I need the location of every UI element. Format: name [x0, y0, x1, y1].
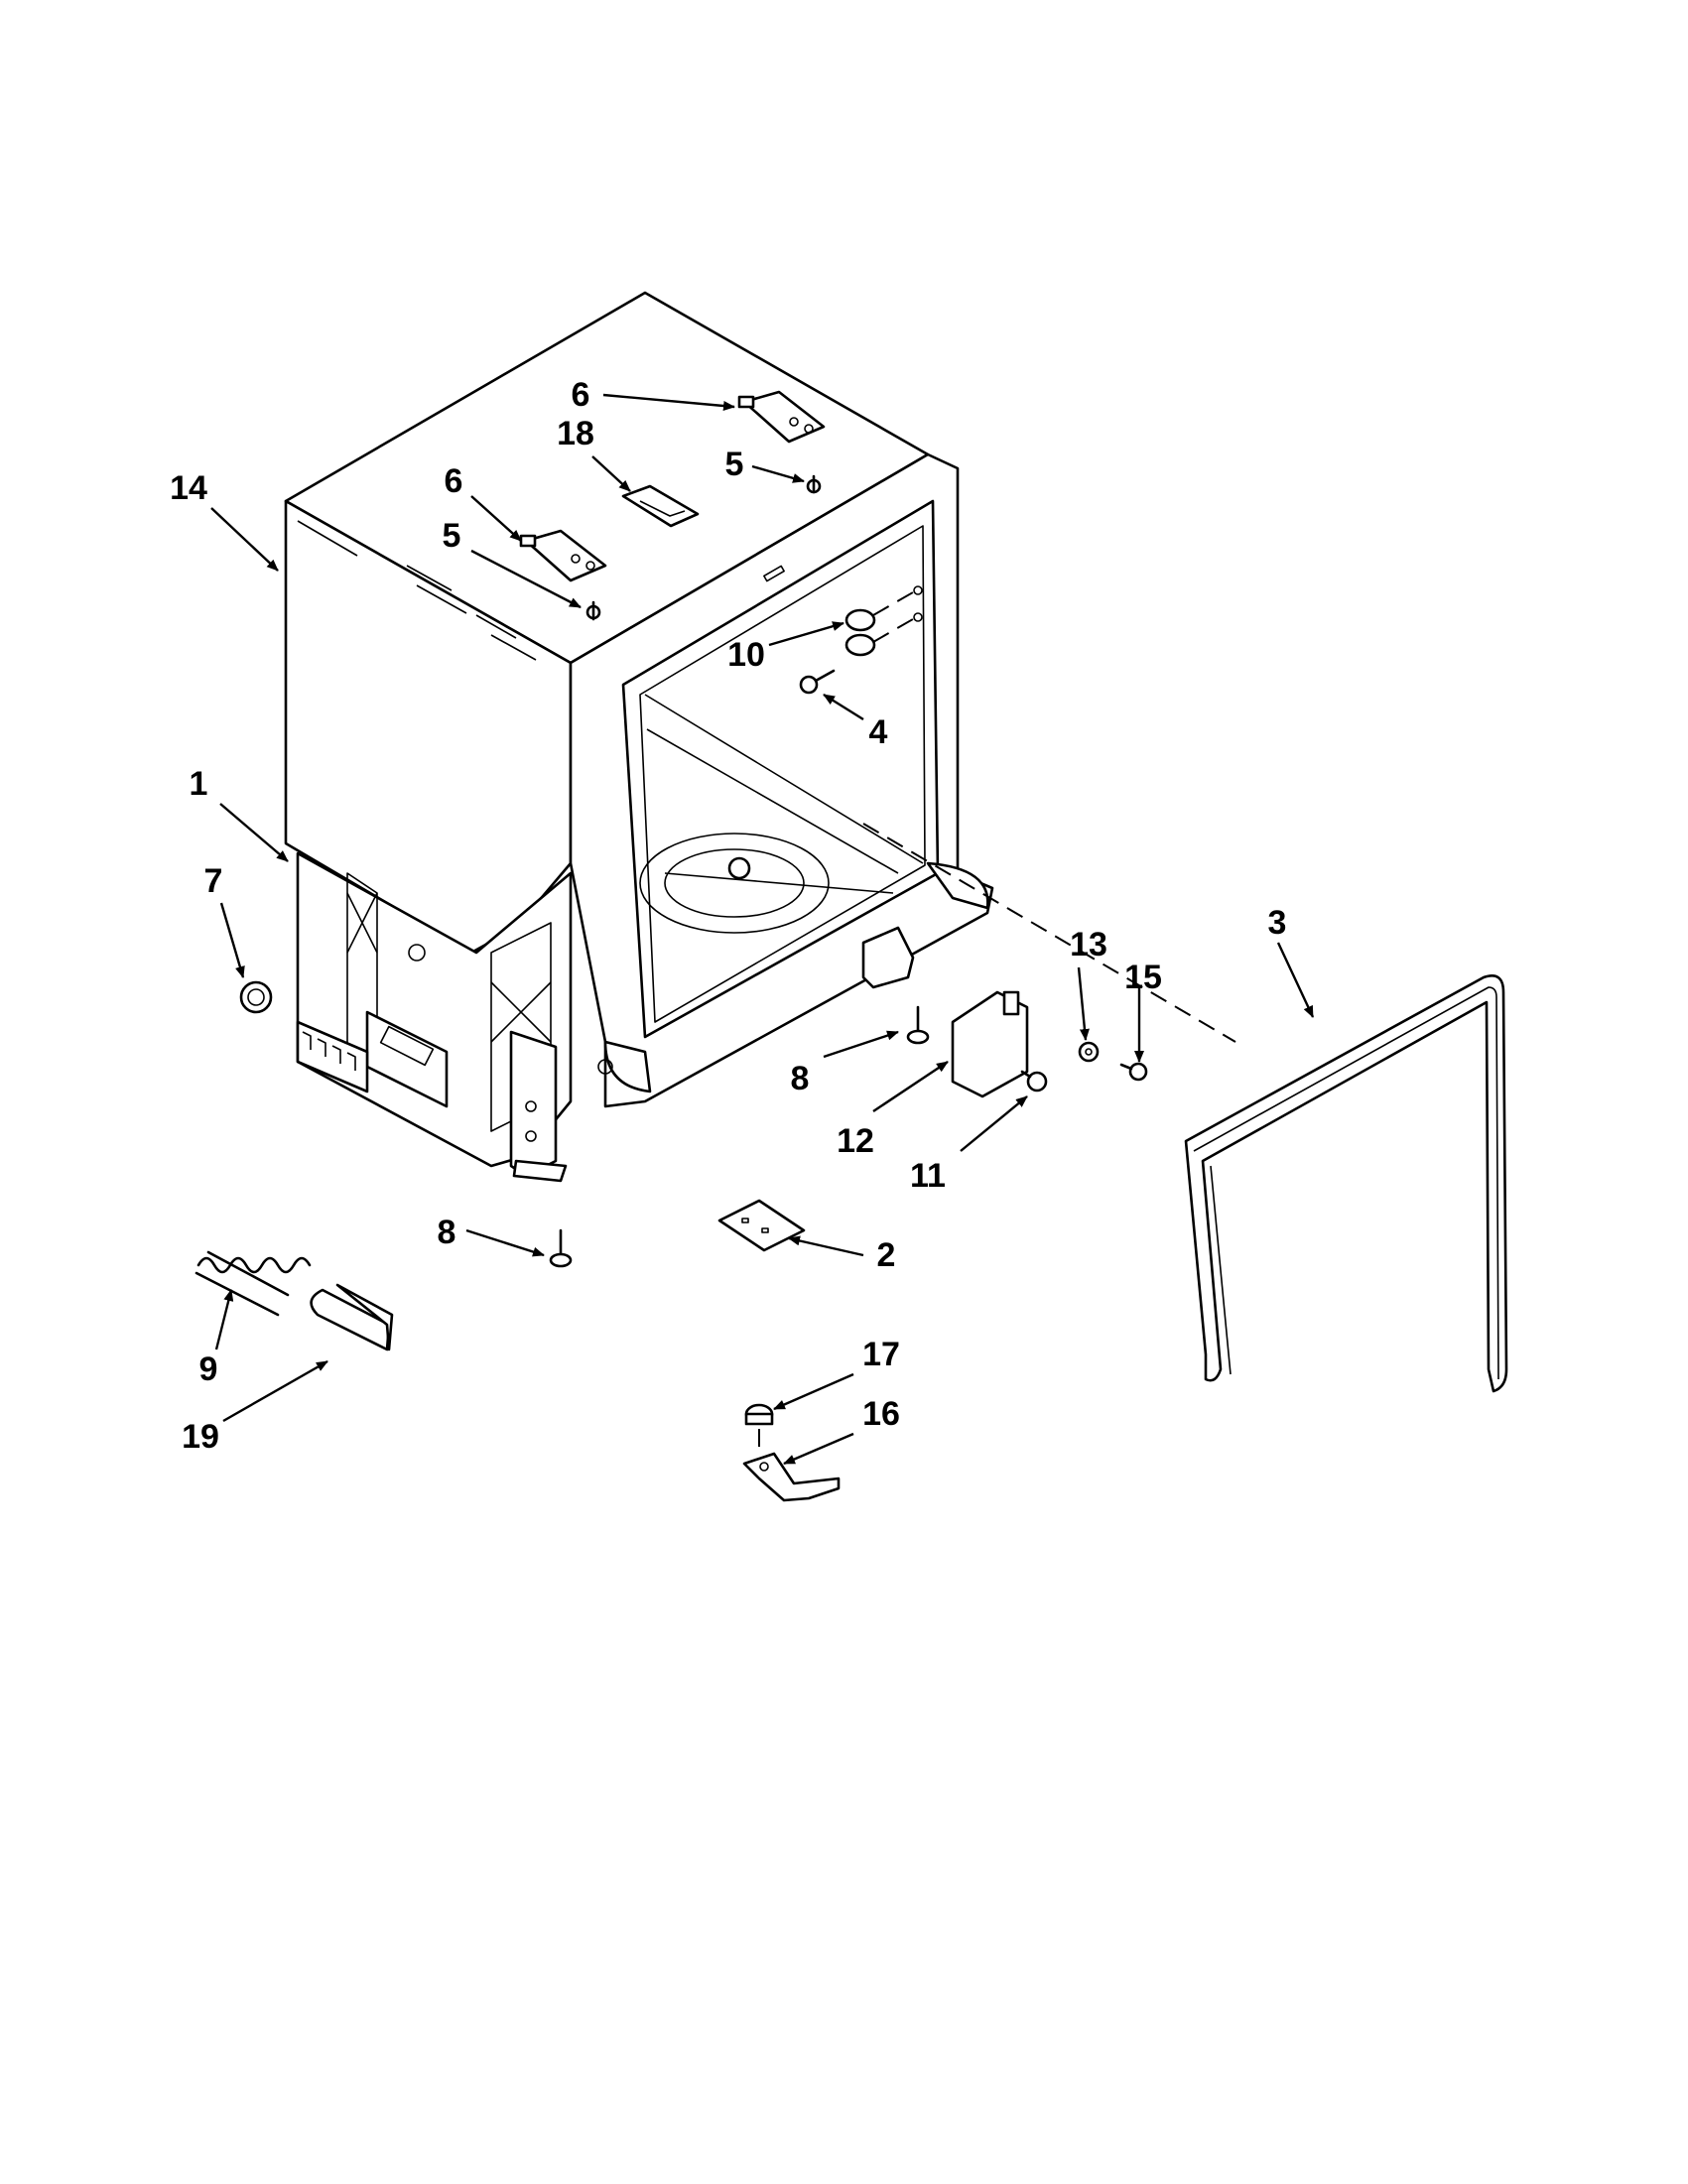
plate-2 — [717, 1199, 806, 1252]
callout-11: 11 — [910, 1157, 946, 1195]
callout-1: 1 — [189, 765, 208, 803]
mount-bracket-upper-left — [519, 529, 607, 582]
callout-6-lower: 6 — [444, 462, 463, 500]
screw-15 — [1119, 1062, 1148, 1082]
leveling-foot-right — [906, 1005, 930, 1045]
screw-11 — [1020, 1070, 1048, 1092]
callout-14: 14 — [170, 469, 207, 507]
hinge-roller-10 — [844, 585, 923, 657]
callout-19: 19 — [182, 1418, 219, 1456]
mount-bracket-16 — [742, 1452, 841, 1502]
door-gasket-3 — [1184, 974, 1508, 1393]
cap-7 — [239, 980, 273, 1014]
callout-15: 15 — [1124, 959, 1162, 996]
callout-4: 4 — [868, 713, 888, 751]
leader-lines — [210, 393, 1315, 1466]
nut-13 — [1078, 1041, 1100, 1063]
callout-8-right: 8 — [790, 1060, 810, 1097]
callout-7: 7 — [203, 862, 223, 900]
tub-base — [296, 851, 573, 1183]
screw-4 — [799, 669, 836, 695]
callout-9: 9 — [198, 1350, 218, 1388]
screw-upper-left — [585, 600, 601, 621]
callout-17: 17 — [862, 1336, 900, 1373]
mount-bracket-upper-right — [737, 390, 826, 444]
callout-3: 3 — [1267, 904, 1287, 942]
callout-8-left: 8 — [437, 1214, 456, 1251]
pad-19 — [310, 1283, 394, 1351]
callout-13: 13 — [1070, 926, 1107, 964]
callout-2: 2 — [876, 1236, 896, 1274]
callout-10: 10 — [727, 636, 765, 674]
leg-bracket-12 — [951, 990, 1029, 1098]
callout-18: 18 — [557, 415, 594, 452]
callout-12: 12 — [837, 1122, 874, 1160]
thermostat-17 — [744, 1403, 774, 1426]
callout-6-upper: 6 — [571, 376, 590, 414]
leveling-foot-left — [549, 1228, 573, 1268]
callout-16: 16 — [862, 1395, 900, 1433]
callout-5-lower: 5 — [442, 517, 461, 555]
callout-5-upper: 5 — [724, 446, 744, 483]
side-bracket — [861, 926, 915, 989]
screw-upper-right — [806, 474, 822, 494]
clip-bracket-18 — [621, 484, 700, 528]
spring-9 — [195, 1250, 312, 1317]
